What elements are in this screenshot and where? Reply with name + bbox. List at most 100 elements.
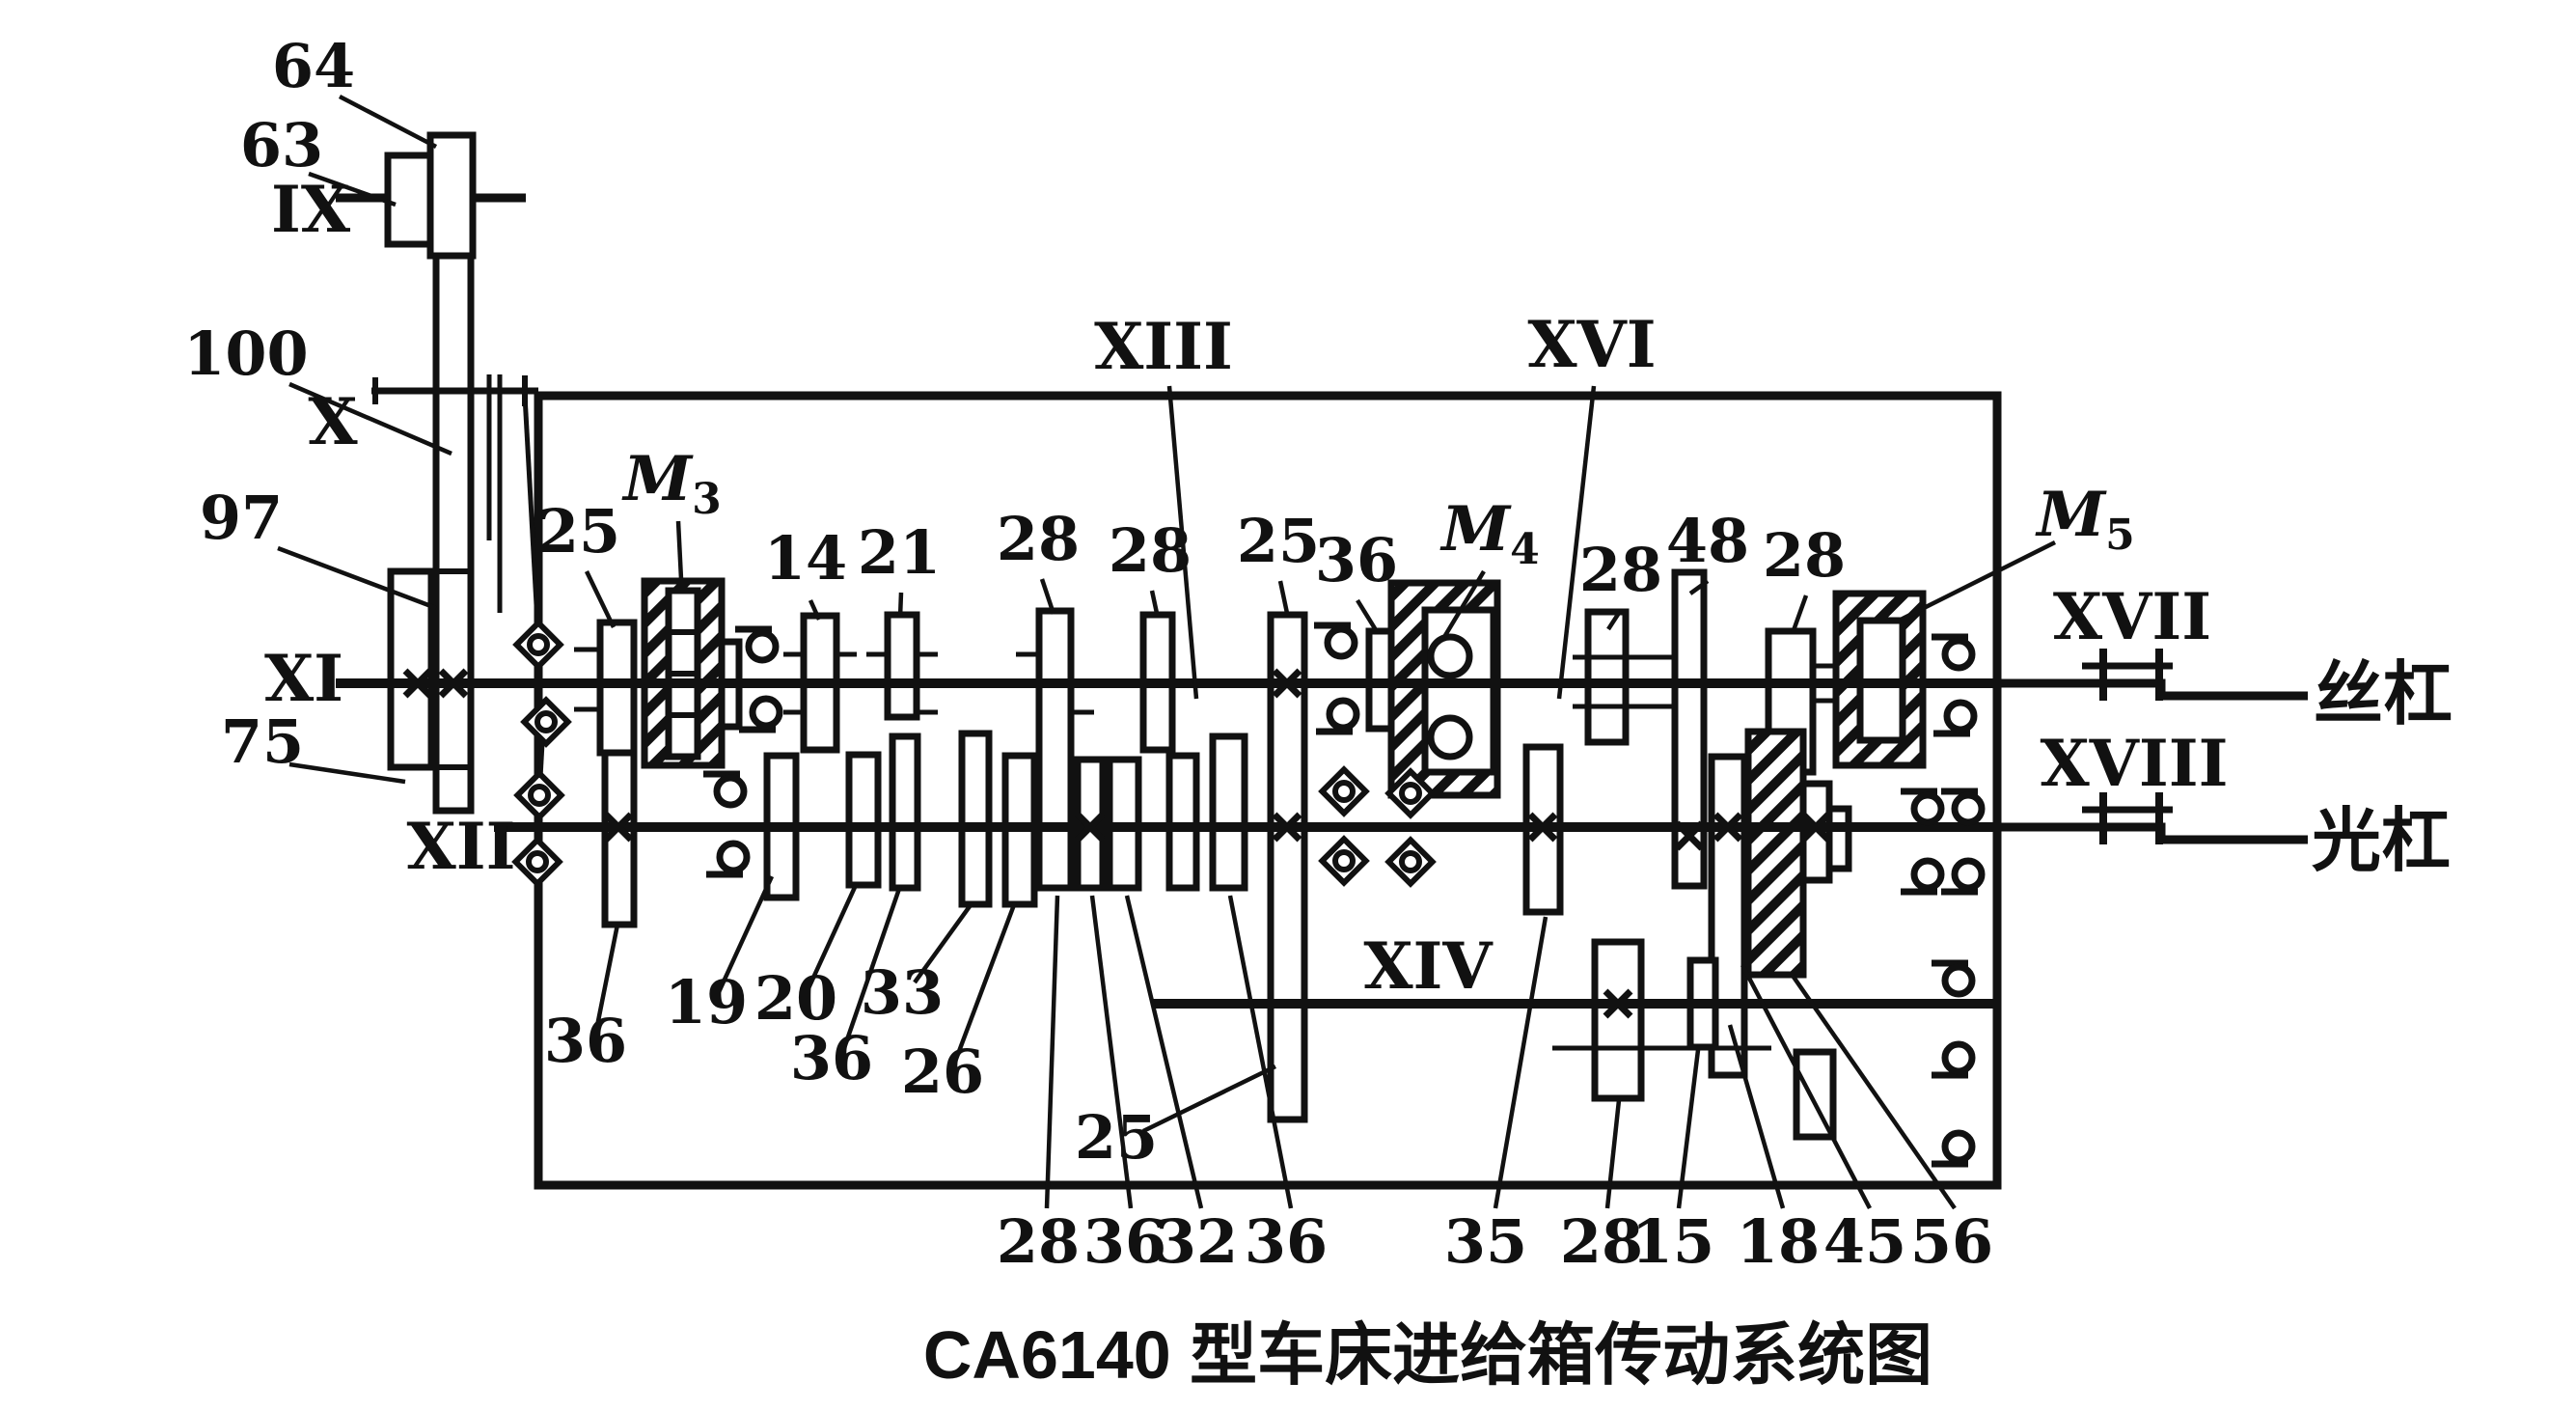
shift-diamond-icon: [515, 840, 559, 883]
bearing-icon: [1314, 625, 1355, 656]
callout-m5: M5: [2035, 479, 2134, 560]
shaft-label-xiii: XIII: [1094, 309, 1233, 384]
callout-b26: 26: [901, 1037, 984, 1107]
gear-28-long: [1035, 607, 1075, 892]
gear-28-xiv: [1591, 938, 1645, 1102]
callout-b28a: 28: [997, 1206, 1080, 1277]
callout-36a: 36: [1315, 525, 1398, 595]
clutch-m4-pin-bottom: [1427, 714, 1473, 760]
callout-b33: 33: [861, 957, 944, 1028]
leader-b36a: [593, 924, 620, 1032]
leader-b45: [1740, 963, 1872, 1210]
shift-diamond-icon: [1388, 840, 1432, 883]
leader-25a: [584, 570, 617, 628]
shaft-label-xiv: XIV: [1363, 928, 1494, 1004]
change-gear-train: [384, 131, 477, 815]
leader-b20: [806, 882, 860, 989]
shaft-label-xi: XI: [264, 641, 343, 716]
bearing-icon: [1932, 1133, 1972, 1164]
m5-letter: M: [2035, 479, 2107, 551]
bearing-icon: [1941, 791, 1982, 822]
gear-36-d: [1209, 733, 1248, 892]
callout-m4: M4: [1439, 493, 1539, 574]
callout-25b: 25: [1237, 506, 1320, 576]
gear-21: [884, 611, 920, 721]
m4-letter: M: [1439, 493, 1512, 566]
callout-b36c: 36: [1083, 1206, 1166, 1277]
bearing-icon: [1316, 701, 1357, 732]
leader-b26: [952, 901, 1018, 1063]
callout-48: 48: [1666, 506, 1749, 576]
leader-63: [308, 171, 397, 207]
leader-36a: [1356, 598, 1380, 635]
callout-m3: M3: [621, 443, 721, 524]
leader-b36d: [1227, 895, 1294, 1209]
gear-63: [384, 152, 434, 248]
shaft-label-xvii: XVII: [2053, 579, 2211, 654]
shift-diamond-icon: [1322, 839, 1365, 882]
labels: 64 63 IX 100 X 97 XI 75 XII 25 M3 14 21 …: [183, 31, 2453, 1393]
callout-b45: 45: [1823, 1206, 1906, 1277]
leader-b15: [1676, 1049, 1701, 1209]
leader-b56: [1789, 971, 1957, 1210]
leader-b36c: [1089, 895, 1134, 1209]
callout-b20: 20: [754, 963, 837, 1034]
callout-b28b: 28: [1560, 1206, 1643, 1277]
shift-indicators: [515, 395, 1432, 884]
callout-b36a: 36: [544, 1006, 627, 1076]
callout-63: 63: [240, 110, 323, 180]
callout-75: 75: [221, 706, 304, 777]
callout-28a: 28: [997, 504, 1080, 574]
m3-letter: M: [621, 443, 694, 515]
bearing-icon: [1933, 703, 1974, 733]
leader-b32: [1124, 895, 1204, 1209]
leader-21: [897, 592, 904, 619]
leader-b33: [913, 900, 974, 984]
gear-33: [958, 730, 993, 908]
shaft-label-x: X: [308, 384, 358, 459]
shift-rod: [522, 395, 540, 623]
callout-b56: 56: [1910, 1206, 1993, 1277]
gear-20: [845, 751, 882, 889]
m5-sub: 5: [2105, 511, 2135, 560]
callout-b19: 19: [665, 967, 748, 1037]
leader-m4: [1442, 569, 1486, 639]
shaft-label-xvi: XVI: [1527, 307, 1656, 382]
shift-diamond-icon: [524, 700, 567, 743]
callout-b36d: 36: [1245, 1206, 1328, 1277]
leader-xiii: [1166, 385, 1199, 700]
leader-100: [288, 381, 452, 456]
gear-25-long-slider: [1267, 611, 1308, 1123]
shaft-label-xviii: XVIII: [2040, 726, 2228, 801]
callout-b25: 25: [1075, 1102, 1158, 1173]
bearing-icon: [1932, 1044, 1972, 1075]
gear-56: [1744, 728, 1807, 979]
leader-64: [338, 95, 438, 149]
lead-screw-label: 丝杠: [2314, 656, 2453, 733]
callout-100: 100: [183, 318, 308, 389]
leader-b35: [1493, 916, 1548, 1209]
shaft-label-ix: IX: [271, 172, 351, 247]
leader-b19: [716, 875, 775, 993]
callout-21: 21: [858, 517, 941, 588]
gear-100-idler: [432, 252, 475, 815]
gear-64: [426, 131, 477, 260]
callout-b15: 15: [1631, 1206, 1714, 1277]
feed-rod-label: 光杠: [2312, 803, 2451, 880]
gear-36-b: [889, 733, 921, 892]
bearing-icon: [1901, 791, 1941, 822]
leader-xvi: [1556, 385, 1597, 700]
leader-28d: [1790, 594, 1809, 634]
leader-m5: [1899, 539, 2057, 622]
callout-14: 14: [764, 523, 847, 594]
clutch-m4-pin-top: [1427, 633, 1473, 679]
callout-b18: 18: [1737, 1206, 1820, 1277]
shift-diamond-icon: [516, 622, 560, 666]
leader-b28a: [1044, 895, 1060, 1209]
leader-b25: [1142, 1064, 1276, 1134]
bearing-icon: [1901, 861, 1941, 892]
m4-sub: 4: [1510, 525, 1540, 574]
leader-97: [277, 545, 437, 611]
